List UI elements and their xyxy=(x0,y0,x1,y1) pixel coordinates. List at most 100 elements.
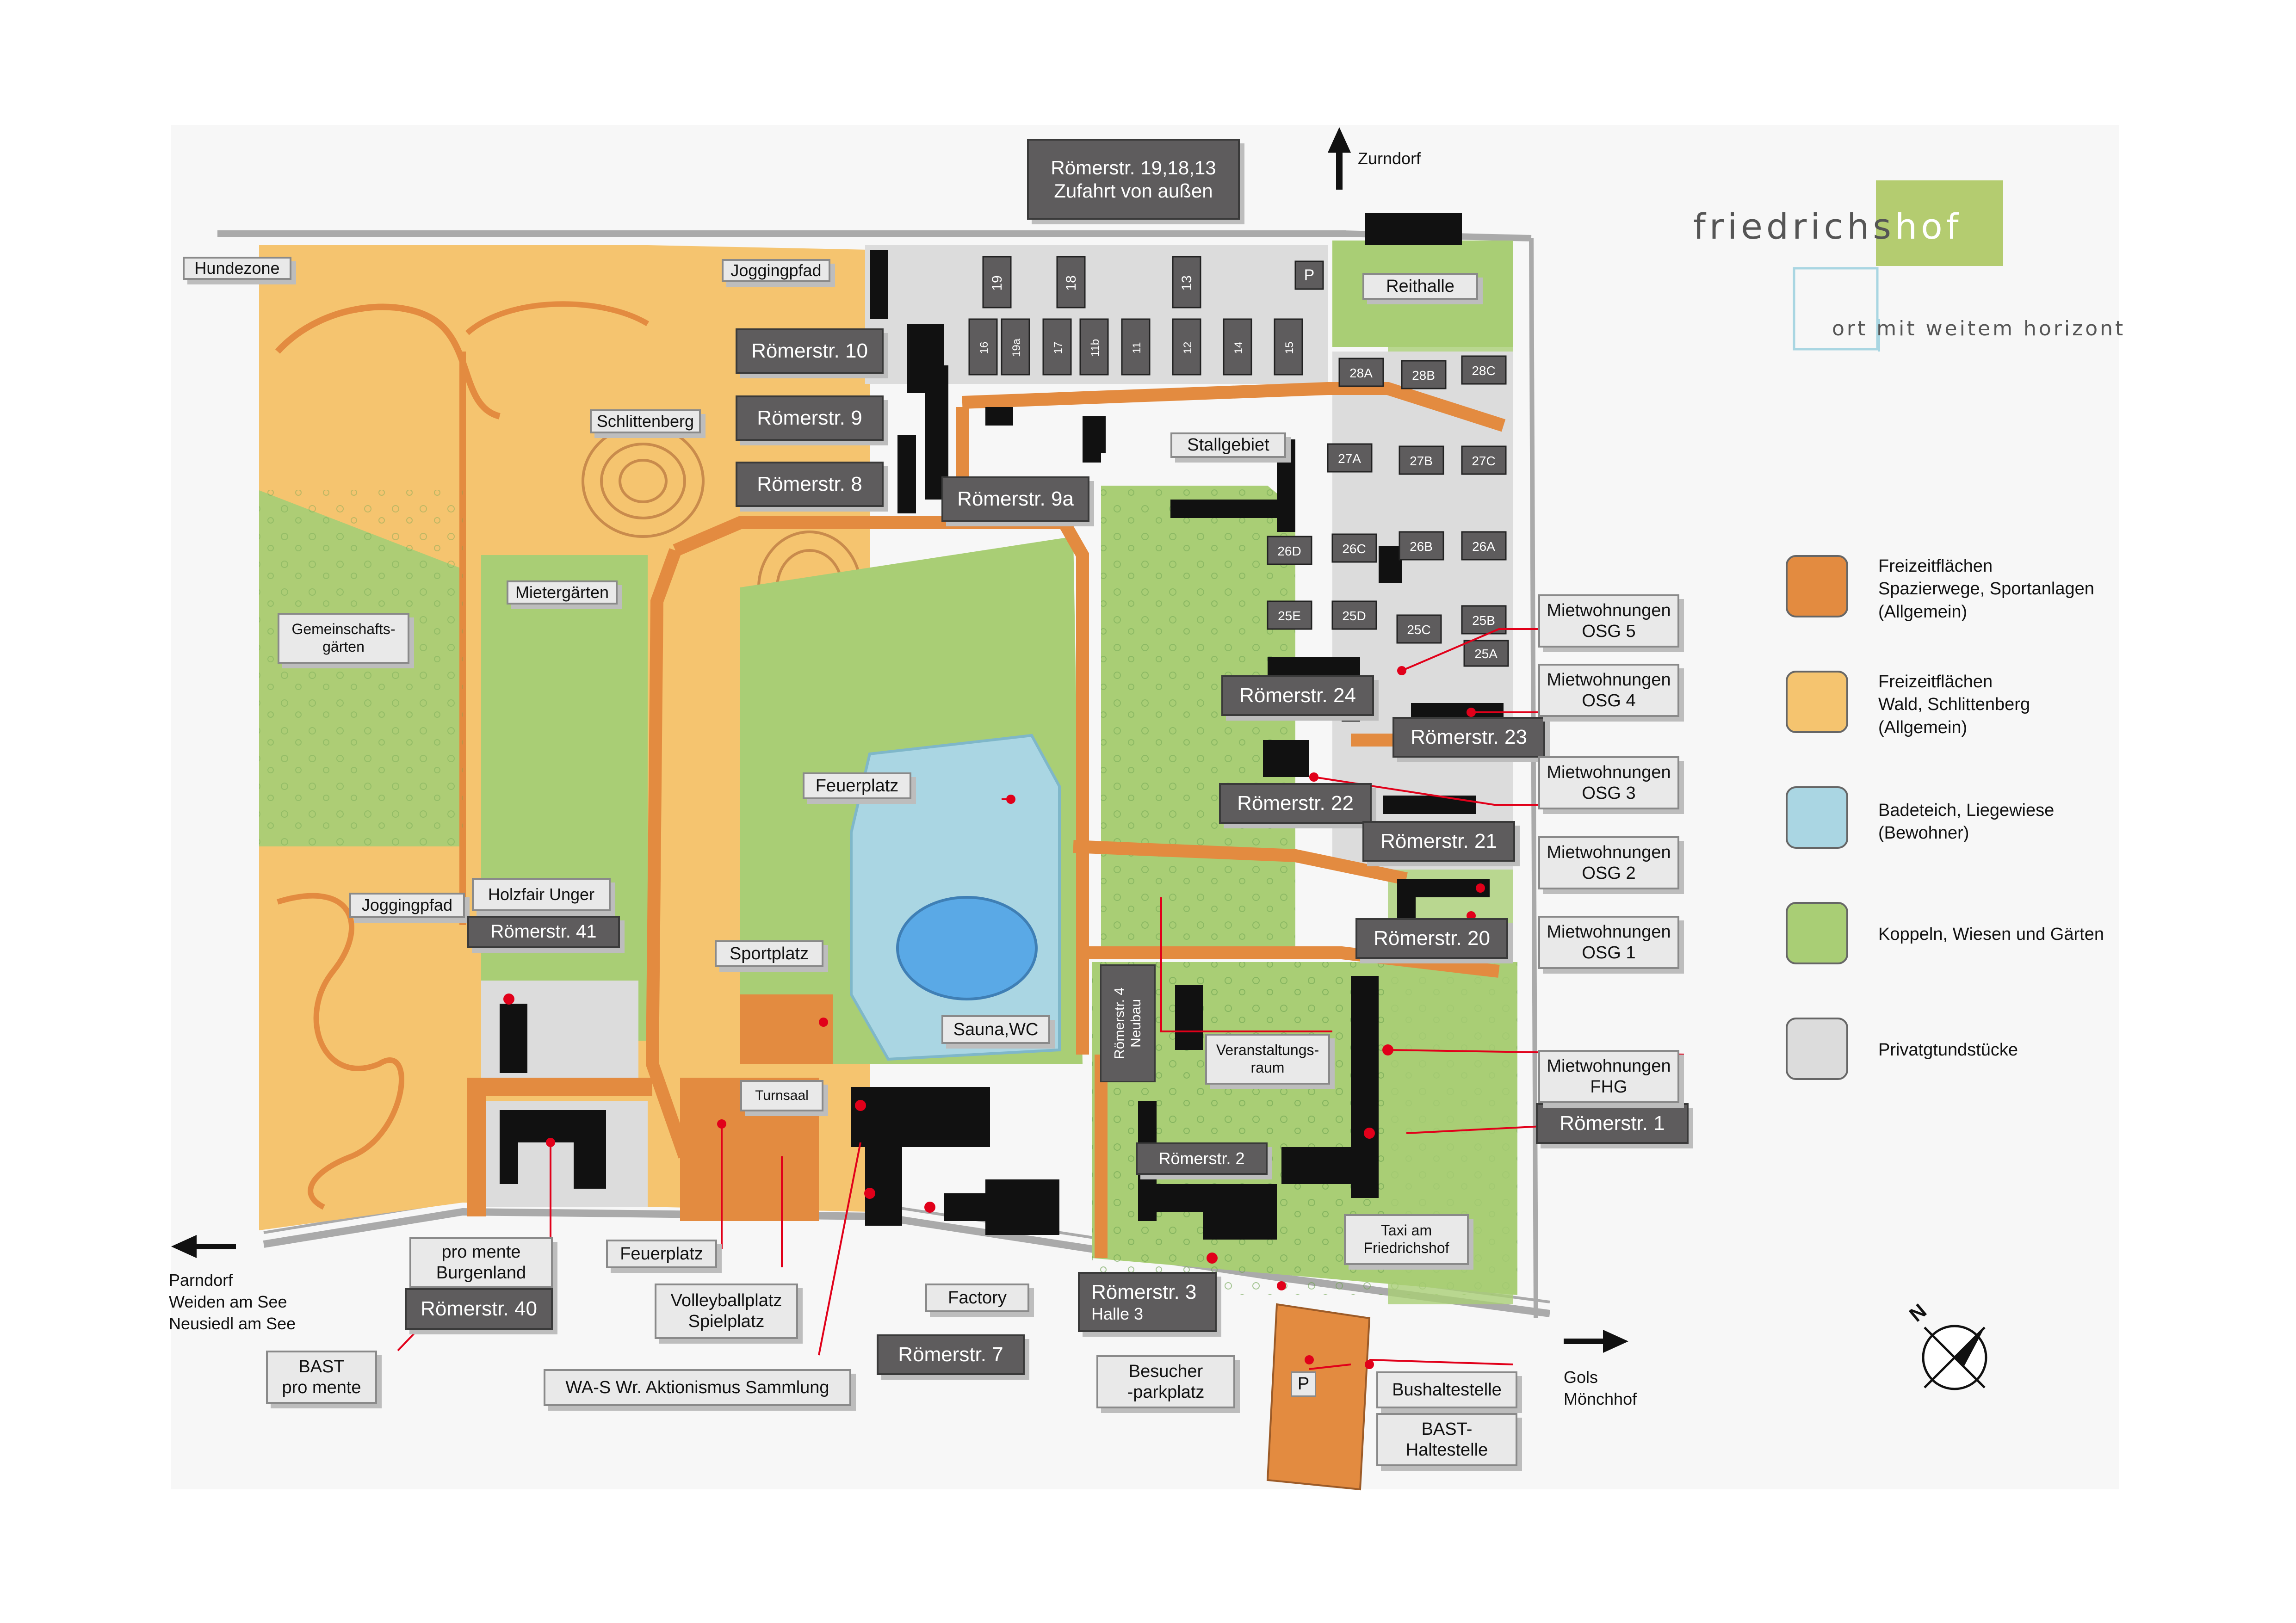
besucherparkplatz xyxy=(1266,1303,1371,1491)
label-pro-mente-burgenland: pro mente Burgenland xyxy=(409,1237,553,1288)
legend-item-badeteich: Badeteich, Liegewiese (Bewohner) xyxy=(1786,786,2248,856)
label-besucherparkplatz: Besucher -parkplatz xyxy=(1096,1355,1235,1408)
plot-13: 13 xyxy=(1179,275,1194,290)
label-roemerstr-20: Römerstr. 20 xyxy=(1355,918,1508,959)
garden-trees xyxy=(259,490,463,846)
badeteich-pond xyxy=(896,896,1038,1000)
label-sportplatz: Sportplatz xyxy=(715,940,823,967)
legend-item-privat: Privatgtundstücke xyxy=(1786,1018,2248,1087)
label-parking-p: P xyxy=(1291,1371,1316,1397)
label-roemerstr-24: Römerstr. 24 xyxy=(1221,675,1374,716)
label-roemerstr-21: Römerstr. 21 xyxy=(1362,821,1515,862)
label-osg-1: Mietwohnungen OSG 1 xyxy=(1538,916,1679,969)
plot-25a: 25A xyxy=(1474,647,1498,661)
plot-28a: 28A xyxy=(1349,366,1373,380)
label-roemerstr-41: Römerstr. 41 xyxy=(467,916,620,948)
label-osg-3: Mietwohnungen OSG 3 xyxy=(1538,756,1679,809)
label-roemerstr-4-neubau: Römerstr. 4 Neubau xyxy=(1100,964,1156,1082)
label-joggingpfad-top: Joggingpfad xyxy=(722,259,830,282)
plot-26b: 26B xyxy=(1410,539,1433,554)
label-roemerstr-22: Römerstr. 22 xyxy=(1219,783,1372,824)
arrow-gols xyxy=(1564,1330,1628,1353)
red-pins xyxy=(503,666,1485,1369)
logo-wordmark: friedrichshof xyxy=(1693,206,1962,247)
plot-27a: 27A xyxy=(1338,451,1361,466)
plot-12: 12 xyxy=(1182,342,1194,354)
label-fhg: Mietwohnungen FHG xyxy=(1538,1050,1679,1103)
plot-19: 19 xyxy=(990,275,1005,290)
compass-icon xyxy=(1922,1325,1987,1390)
label-roemerstr-9: Römerstr. 9 xyxy=(736,395,884,441)
logo-tagline: ort mit weitem horizont xyxy=(1832,317,2126,340)
legend-swatch xyxy=(1786,671,1848,733)
label-turnsaal: Turnsaal xyxy=(740,1080,823,1111)
plot-15: 15 xyxy=(1283,342,1296,354)
legend-item-koppeln: Koppeln, Wiesen und Gärten xyxy=(1786,902,2248,971)
plot-28b: 28B xyxy=(1412,368,1435,383)
east-road xyxy=(1529,238,1538,1319)
label-roemerstr-7: Römerstr. 7 xyxy=(877,1334,1025,1375)
label-roemerstr-8: Römerstr. 8 xyxy=(736,462,884,507)
plot-26c: 26C xyxy=(1342,542,1366,556)
legend-swatch xyxy=(1786,1018,1848,1080)
label-feuerplatz-center: Feuerplatz xyxy=(803,772,911,799)
label-roemerstr-23: Römerstr. 23 xyxy=(1392,717,1545,758)
logo-text-hof: hof xyxy=(1895,206,1962,247)
sportplatz-field xyxy=(740,994,833,1064)
label-schlittenberg: Schlittenberg xyxy=(590,409,701,433)
plot-11b: 11b xyxy=(1089,339,1102,357)
plot-p-north: P xyxy=(1304,266,1315,284)
label-feuerplatz-bottom: Feuerplatz xyxy=(606,1240,717,1268)
label-gemeinschaftsgaerten: Gemeinschafts- gärten xyxy=(278,613,409,664)
jogging-path-left xyxy=(277,893,404,1210)
plot-19a: 19a xyxy=(1010,338,1023,357)
walkways xyxy=(645,382,1513,1258)
jogging-path-arc xyxy=(465,301,650,335)
legend-label: Koppeln, Wiesen und Gärten xyxy=(1878,925,2104,944)
legend-swatch xyxy=(1786,786,1848,849)
label-osg-2: Mietwohnungen OSG 2 xyxy=(1538,836,1679,889)
r40-edge-top xyxy=(467,1078,652,1096)
plot-28c: 28C xyxy=(1472,364,1495,378)
label-holzfair-unger: Holzfair Unger xyxy=(472,878,611,911)
plot-17: 17 xyxy=(1052,342,1064,354)
plot-labels-north: 19 18 13 16 19a 17 11b 11 12 14 15 P xyxy=(978,266,1314,357)
legend-swatch xyxy=(1786,555,1848,617)
label-volleyballplatz: Volleyballplatz Spielplatz xyxy=(655,1284,798,1339)
label-factory: Factory xyxy=(925,1284,1029,1312)
label-reithalle: Reithalle xyxy=(1362,273,1478,300)
label-roemerstr-10: Römerstr. 10 xyxy=(736,328,884,374)
arrow-parndorf xyxy=(171,1235,236,1258)
legend-label: Privatgtundstücke xyxy=(1878,1040,2018,1060)
label-taxi: Taxi am Friedrichshof xyxy=(1344,1214,1469,1265)
north-arrow-zurndorf xyxy=(1328,127,1351,190)
legend-label: Freizeitflächen Wald, Schlittenberg (All… xyxy=(1878,672,2030,737)
label-roemerstr-40: Römerstr. 40 xyxy=(405,1288,553,1330)
label-hundezone: Hundezone xyxy=(183,257,291,280)
plot-labels-east: 28A 28B 28C 27A 27B 27C 26D 26C 26B 26A … xyxy=(1277,364,1498,661)
label-veranstaltungsraum: Veranstaltungs- raum xyxy=(1205,1034,1330,1085)
legend-swatch xyxy=(1786,902,1848,964)
label-osg-4: Mietwohnungen OSG 4 xyxy=(1538,664,1679,717)
label-joggingpfad-left: Joggingpfad xyxy=(349,893,465,918)
legend-item-wege: Freizeitflächen Spazierwege, Sportanlage… xyxy=(1786,555,2248,624)
plot-25c: 25C xyxy=(1407,623,1430,637)
plot-25e: 25E xyxy=(1278,609,1301,623)
legend-item-wald: Freizeitflächen Wald, Schlittenberg (All… xyxy=(1786,671,2248,740)
label-was-sammlung: WA-S Wr. Aktionismus Sammlung xyxy=(544,1369,851,1406)
label-bast-pro-mente: BAST pro mente xyxy=(266,1351,377,1404)
legend-label: Freizeitflächen Spazierwege, Sportanlage… xyxy=(1878,556,2094,622)
plot-18: 18 xyxy=(1064,275,1079,290)
logo-green-block xyxy=(1876,180,2003,266)
label-access-road: Römerstr. 19,18,13 Zufahrt von außen xyxy=(1027,139,1240,220)
label-roemerstr-9a: Römerstr. 9a xyxy=(941,476,1089,522)
plot-27c: 27C xyxy=(1472,454,1495,468)
label-roemerstr-1: Römerstr. 1 xyxy=(1536,1103,1689,1144)
r40-edge xyxy=(467,1078,486,1216)
label-bushaltestelle: Bushaltestelle xyxy=(1376,1371,1517,1408)
label-osg-5: Mietwohnungen OSG 5 xyxy=(1538,594,1679,648)
plot-14: 14 xyxy=(1232,342,1245,354)
direction-zurndorf: Zurndorf xyxy=(1358,149,1421,168)
label-sauna-wc: Sauna,WC xyxy=(941,1015,1050,1044)
